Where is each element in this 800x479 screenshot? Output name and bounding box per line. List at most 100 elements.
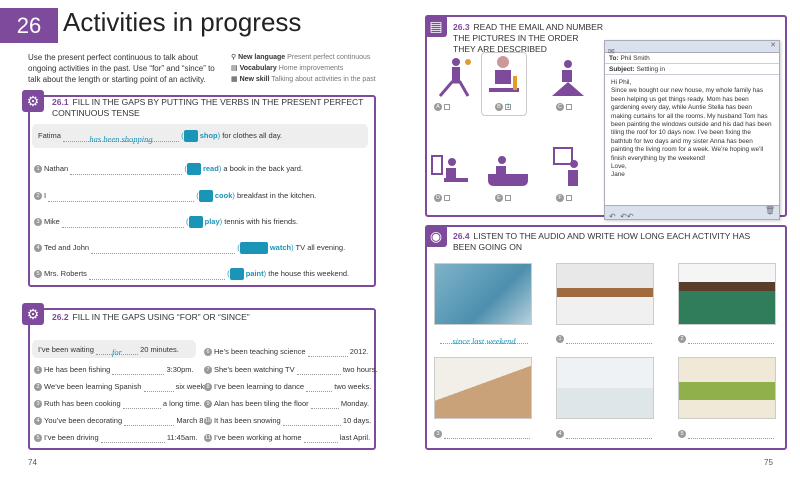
picture-c: [552, 60, 584, 96]
answer-blank[interactable]: [282, 418, 341, 426]
ex4-item: 2: [678, 333, 774, 344]
ex4-item: 4: [556, 428, 652, 439]
email-toolbar: ↶ ↶↶ 🗑: [605, 205, 779, 221]
ex2-example: I’ve been waiting for 20 minutes.: [38, 345, 179, 357]
exercise-26-4: [425, 225, 787, 450]
answer-blank[interactable]: [688, 336, 774, 344]
answer-blank[interactable]: [444, 431, 530, 439]
reply-icon[interactable]: ↶: [609, 212, 616, 221]
tennis-icon: [188, 216, 203, 229]
email-to-row: To: Phil Smith: [605, 53, 779, 64]
email-window: ✉✕ To: Phil Smith Subject: Settling in H…: [604, 40, 780, 221]
picture-d: [431, 155, 468, 182]
answer-box[interactable]: 1: [505, 104, 511, 110]
ex4-item: 3: [434, 428, 530, 439]
answer-blank[interactable]: [296, 367, 341, 375]
answer-box[interactable]: [566, 104, 572, 110]
photo-example: [434, 263, 532, 325]
answer-blank[interactable]: [122, 401, 161, 409]
ex4-item: 1: [556, 333, 652, 344]
picture-e: [488, 156, 528, 186]
gear-icon: ⚙: [22, 303, 44, 325]
sofa-icon: [239, 242, 268, 255]
ex4-example: since last weekend: [440, 333, 528, 346]
answer-box[interactable]: [444, 104, 450, 110]
answer-blank[interactable]: [688, 431, 774, 439]
answer-blank[interactable]: [91, 246, 236, 255]
gear-icon: ⚙: [22, 90, 44, 112]
answer-blank[interactable]: [70, 167, 183, 176]
picture-a: [438, 58, 471, 97]
page-number-left: 74: [28, 458, 37, 467]
picture-f: [553, 147, 578, 186]
answer-blank[interactable]: [100, 435, 165, 443]
answer-blank[interactable]: [124, 418, 175, 426]
answer-blank[interactable]: [306, 384, 333, 392]
photo-2: [678, 263, 776, 325]
shopping-icon: [183, 130, 198, 143]
answer-blank[interactable]: [307, 349, 348, 357]
answer-blank[interactable]: [61, 220, 184, 229]
cooking-icon: [198, 190, 213, 203]
house-paint-icon: [229, 268, 244, 281]
answer-box[interactable]: [505, 195, 511, 201]
exercise-26-2: [28, 308, 376, 450]
answer-blank[interactable]: [566, 431, 652, 439]
close-icon[interactable]: ✕: [770, 42, 776, 49]
picture-b: [489, 56, 519, 92]
trash-icon[interactable]: 🗑: [764, 206, 775, 215]
page-title: Activities in progress: [63, 7, 302, 37]
picture-label: F: [556, 194, 572, 202]
photo-3: [434, 357, 532, 419]
page-number-right: 75: [764, 458, 773, 467]
reading-icon: [186, 163, 201, 176]
exercise-26-1-heading: 26.1Fill in the gaps by putting the verb…: [52, 97, 364, 118]
exercise-26-2-heading: 26.2Fill in the gaps using “for” or “sin…: [52, 312, 250, 322]
answer-blank[interactable]: [112, 367, 165, 375]
answer-blank[interactable]: [310, 401, 339, 409]
audio-icon: ◉: [425, 225, 447, 247]
puzzle-icon: ▦: [231, 76, 238, 83]
picture-b-frame: [481, 52, 527, 116]
unit-number: 26: [0, 8, 58, 43]
answer-box[interactable]: [444, 195, 450, 201]
photo-4: [556, 357, 654, 419]
exercise-26-3-heading: 26.3Read the email and number the pictur…: [453, 22, 603, 54]
exercise-26-4-heading: 26.4Listen to the audio and write how lo…: [453, 231, 751, 252]
book-icon: ▤: [231, 65, 238, 72]
key-icon: ⚲: [231, 54, 237, 61]
photo-5: [678, 357, 776, 419]
photo-1: [556, 263, 654, 325]
answer-blank[interactable]: [303, 435, 338, 443]
picture-label: A: [434, 103, 450, 111]
answer-blank[interactable]: [143, 384, 174, 392]
answer-blank[interactable]: [48, 194, 195, 203]
intro-text: Use the present perfect continuous to ta…: [28, 53, 215, 84]
email-titlebar: ✉✕: [605, 41, 779, 56]
picture-label: D: [434, 194, 450, 202]
answer-blank[interactable]: [89, 272, 226, 281]
example-row: [32, 340, 196, 358]
reply-all-icon[interactable]: ↶↶: [620, 212, 634, 221]
answer-box[interactable]: [566, 195, 572, 201]
picture-label: C: [556, 103, 572, 111]
answer-blank[interactable]: [566, 336, 652, 344]
picture-label: E: [495, 194, 511, 202]
